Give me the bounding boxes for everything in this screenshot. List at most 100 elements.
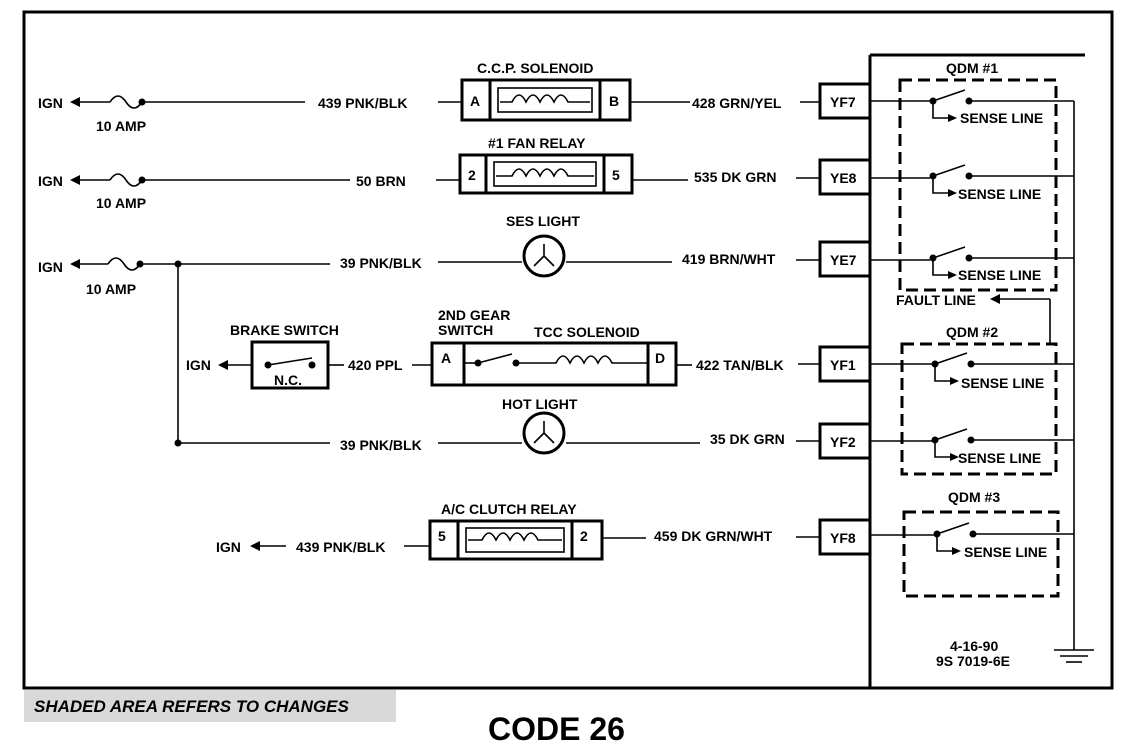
pin-ye7 <box>818 240 872 278</box>
qdm-label: QDM #1 <box>946 60 998 76</box>
switch-state: N.C. <box>274 372 302 388</box>
coil-frame <box>497 87 593 113</box>
ses-lamp-icon <box>522 234 566 278</box>
component-title: 2ND GEAR <box>438 307 510 323</box>
component-title: A/C CLUTCH RELAY <box>441 501 577 517</box>
row-hot: 39 PNK/BLK HOT LIGHT 35 DK GRN <box>174 396 820 455</box>
coil-frame <box>493 161 597 187</box>
fuse-icon <box>109 173 143 187</box>
qdm-1-box <box>898 78 1058 292</box>
qdm-label: QDM #3 <box>948 489 1000 505</box>
ign-label: IGN <box>38 173 63 189</box>
pin-yf1 <box>818 345 872 383</box>
ign-label: IGN <box>38 95 63 111</box>
footnote-shade <box>24 690 396 722</box>
switch-contact <box>308 361 316 369</box>
arrow-icon <box>250 541 260 551</box>
wire-label: 419 BRN/WHT <box>682 251 776 267</box>
row-ses: IGN 10 AMP 39 PNK/BLK SES LIGHT 419 BRN/… <box>38 213 820 297</box>
fault-label: FAULT LINE <box>896 292 976 308</box>
fuse-label: 10 AMP <box>96 195 146 211</box>
arrow-icon <box>948 271 957 279</box>
component-title: TCC SOLENOID <box>534 324 640 340</box>
pin-label: A <box>441 350 451 366</box>
pin-id: YF1 <box>830 357 856 373</box>
ign-label: IGN <box>216 539 241 555</box>
pin-label: D <box>655 350 665 366</box>
qdm-3: QDM #3 SENSE LINE <box>870 489 1074 598</box>
row-ac: IGN 439 PNK/BLK A/C CLUTCH RELAY 5 2 459… <box>216 501 820 561</box>
component-title: #1 FAN RELAY <box>488 135 586 151</box>
wire-label: 35 DK GRN <box>710 431 785 447</box>
component-title: SWITCH <box>438 322 493 338</box>
fuse-label: 10 AMP <box>86 281 136 297</box>
pin-ye8 <box>818 158 872 196</box>
pin-label: 2 <box>580 528 588 544</box>
arrow-icon <box>70 259 80 269</box>
sense-arrow <box>936 534 953 552</box>
coil-icon <box>500 94 590 104</box>
switch-arm <box>936 522 970 535</box>
sense-arrow <box>934 440 951 458</box>
row-fan: IGN 10 AMP 50 BRN #1 FAN RELAY 2 5 535 D… <box>38 135 820 211</box>
sense-label: SENSE LINE <box>964 544 1047 560</box>
pin-yf7 <box>818 82 872 120</box>
ref-label: 9S 7019-6E <box>936 653 1010 669</box>
fuse-label: 10 AMP <box>96 118 146 134</box>
pin-label: 2 <box>468 167 476 183</box>
sense-arrow <box>932 176 949 194</box>
switch-arm <box>934 428 968 441</box>
coil-icon <box>468 532 562 542</box>
wire-label: 535 DK GRN <box>694 169 776 185</box>
coil-icon <box>516 355 648 365</box>
ac-relay-box <box>428 519 604 561</box>
wire-label: 459 DK GRN/WHT <box>654 528 773 544</box>
arrow-icon <box>948 114 957 122</box>
pin-id: YF7 <box>830 94 856 110</box>
component-title: C.C.P. SOLENOID <box>477 60 593 76</box>
coil-icon <box>496 168 594 178</box>
switch-arm <box>932 164 966 177</box>
row-ccp: IGN 10 AMP 439 PNK/BLK C.C.P. SOLENOID A… <box>38 60 820 134</box>
arrow-icon <box>950 377 959 385</box>
pin-id: YF8 <box>830 530 856 546</box>
sense-label: SENSE LINE <box>958 450 1041 466</box>
sense-label: SENSE LINE <box>960 110 1043 126</box>
ccp-solenoid-box <box>460 78 632 122</box>
coil-frame <box>465 527 565 553</box>
pin-id: YE7 <box>830 252 857 268</box>
wire-label: 422 TAN/BLK <box>696 357 784 373</box>
pin-label: 5 <box>612 167 620 183</box>
fuse-icon <box>107 257 141 271</box>
pin-id: YE8 <box>830 170 857 186</box>
component-title: SES LIGHT <box>506 213 580 229</box>
wire-label: 428 GRN/YEL <box>692 95 782 111</box>
qdm-2-box <box>900 342 1058 476</box>
pin-yf8 <box>818 518 872 556</box>
arrow-icon <box>950 453 959 461</box>
pin-label: B <box>609 93 619 109</box>
sense-arrow <box>932 101 949 119</box>
ground-icon <box>1054 649 1094 663</box>
switch-arm <box>477 353 513 364</box>
wire-label: 39 PNK/BLK <box>340 255 422 271</box>
page-title: CODE 26 <box>488 711 625 747</box>
qdm-label: QDM #2 <box>946 324 998 340</box>
switch-arm <box>934 352 968 365</box>
arrow-icon <box>70 97 80 107</box>
arrow-icon <box>218 360 228 370</box>
fuse-icon <box>109 95 143 109</box>
wire-label: 39 PNK/BLK <box>340 437 422 453</box>
ign-label: IGN <box>186 357 211 373</box>
row-tcc: IGN BRAKE SWITCH N.C. 420 PPL 2ND GEAR S… <box>186 307 820 390</box>
wire-label: 420 PPL <box>348 357 403 373</box>
qdm-2: QDM #2 SENSE LINE SENSE LINE <box>870 324 1074 476</box>
lamp-filament <box>533 244 555 267</box>
switch-arm <box>267 357 313 366</box>
pin-label: A <box>470 93 480 109</box>
arrow-icon <box>948 189 957 197</box>
wire-label: 439 PNK/BLK <box>296 539 385 555</box>
component-title: BRAKE SWITCH <box>230 322 339 338</box>
sense-label: SENSE LINE <box>961 375 1044 391</box>
